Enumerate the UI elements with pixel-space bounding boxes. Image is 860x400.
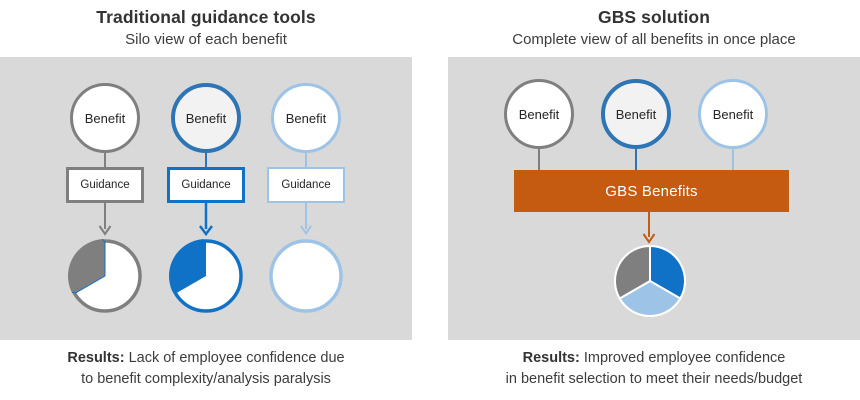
left-stage: Benefit Benefit Benefit Guidance Guidanc… bbox=[0, 57, 412, 340]
left-guidance-box-1[interactable]: Guidance bbox=[66, 167, 144, 203]
left-arrow-1 bbox=[98, 203, 112, 236]
left-benefit-circle-1[interactable]: Benefit bbox=[70, 83, 140, 153]
left-stem-3 bbox=[305, 153, 307, 167]
left-caption-line-2: to benefit complexity/analysis paralysis bbox=[81, 371, 331, 387]
left-guidance-box-3-label: Guidance bbox=[281, 179, 331, 191]
left-stem-1 bbox=[104, 153, 106, 167]
right-benefit-circle-2[interactable]: Benefit bbox=[601, 79, 671, 149]
left-title: Traditional guidance tools bbox=[96, 7, 316, 27]
left-pie-chart-1 bbox=[68, 239, 142, 313]
left-stem-2 bbox=[205, 153, 207, 167]
right-caption-line-2: in benefit selection to meet their needs… bbox=[505, 371, 803, 387]
right-benefit-circle-1[interactable]: Benefit bbox=[504, 79, 574, 149]
left-arrow-2 bbox=[199, 203, 213, 237]
left-caption-line-1: Results: Lack of employee confidence due bbox=[0, 348, 412, 369]
gbs-benefits-bar-label: GBS Benefits bbox=[605, 182, 698, 200]
left-guidance-box-1-label: Guidance bbox=[80, 179, 130, 191]
right-stem-1 bbox=[538, 149, 540, 171]
right-subtitle: Complete view of all benefits in once pl… bbox=[512, 31, 796, 48]
right-stage: Benefit Benefit Benefit GBS Benefits bbox=[448, 57, 860, 340]
right-stem-3 bbox=[732, 149, 734, 171]
left-arrow-3 bbox=[300, 203, 312, 236]
right-caption-line-1-text: Improved employee confidence bbox=[579, 350, 786, 366]
left-caption: Results: Lack of employee confidence due… bbox=[0, 348, 412, 390]
left-benefit-circle-3[interactable]: Benefit bbox=[271, 83, 341, 153]
right-caption-line-1: Results: Improved employee confidence bbox=[448, 348, 860, 369]
left-heading: Traditional guidance tools Silo view of … bbox=[0, 0, 412, 51]
right-pie-chart-combined bbox=[614, 244, 686, 317]
left-benefit-circle-3-label: Benefit bbox=[285, 110, 327, 126]
left-pie-chart-3 bbox=[269, 239, 343, 313]
panel-traditional: Traditional guidance tools Silo view of … bbox=[0, 0, 412, 400]
left-caption-line-1-text: Lack of employee confidence due bbox=[124, 350, 345, 366]
right-heading: GBS solution Complete view of all benefi… bbox=[448, 0, 860, 51]
left-caption-lead: Results: bbox=[67, 350, 125, 366]
panel-gbs: GBS solution Complete view of all benefi… bbox=[448, 0, 860, 400]
right-benefit-circle-3-label: Benefit bbox=[712, 106, 754, 122]
right-title: GBS solution bbox=[597, 7, 711, 27]
left-benefit-circle-2[interactable]: Benefit bbox=[171, 83, 241, 153]
left-guidance-box-2[interactable]: Guidance bbox=[167, 167, 245, 203]
left-subtitle: Silo view of each benefit bbox=[125, 31, 287, 48]
left-benefit-circle-1-label: Benefit bbox=[84, 110, 126, 126]
right-stem-2 bbox=[635, 149, 637, 171]
left-benefit-circle-2-label: Benefit bbox=[185, 110, 227, 126]
right-caption: Results: Improved employee confidence in… bbox=[448, 348, 860, 390]
left-pie-chart-2 bbox=[169, 239, 243, 313]
gbs-benefits-bar[interactable]: GBS Benefits bbox=[514, 170, 789, 212]
right-benefit-circle-2-label: Benefit bbox=[615, 106, 657, 122]
left-guidance-box-2-label: Guidance bbox=[181, 179, 231, 191]
right-caption-lead: Results: bbox=[522, 350, 580, 366]
right-benefit-circle-1-label: Benefit bbox=[518, 106, 560, 122]
right-benefit-circle-3[interactable]: Benefit bbox=[698, 79, 768, 149]
right-arrow-orange bbox=[642, 212, 656, 244]
left-guidance-box-3[interactable]: Guidance bbox=[267, 167, 345, 203]
